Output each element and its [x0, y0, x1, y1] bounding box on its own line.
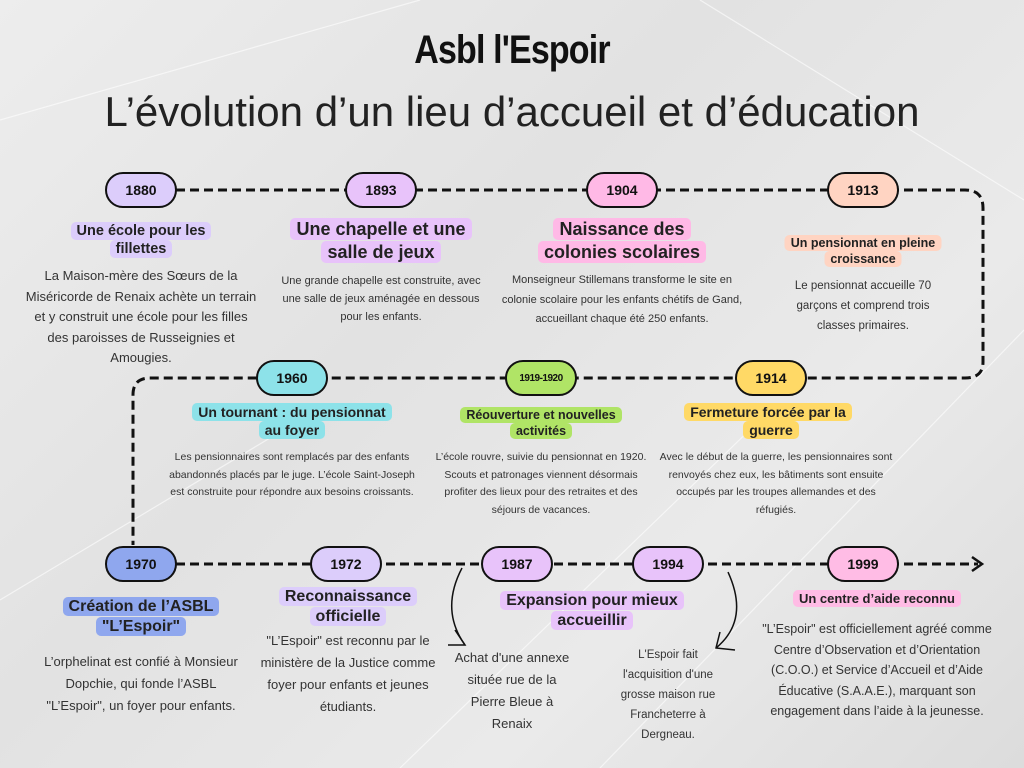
event-1914-body: Avec le début de la guerre, les pensionn…	[659, 451, 893, 516]
year-pill-1919-1920: 1919-1920	[505, 360, 577, 396]
event-1987-body: Achat d'une annexe située rue de la Pier…	[454, 650, 570, 731]
event-title: Fermeture forcée par la guerre	[684, 403, 852, 439]
event-1972-body: "L’Espoir" est reconnu par le ministère …	[260, 633, 436, 714]
event-1972: Reconnaissance officielle	[268, 587, 428, 627]
curved-arrow-icon	[451, 567, 466, 646]
event-1914: Fermeture forcée par la guerre	[666, 403, 876, 439]
event-1960: Un tournant : du pensionnat au foyer	[192, 403, 392, 439]
event-1999-body: "L’Espoir" est officiellement agréé comm…	[762, 622, 992, 718]
event-1994-body: L'Espoir fait l'acquisition d'une grosse…	[620, 649, 716, 741]
event-1893-body: Une grande chapelle est construite, avec…	[281, 275, 481, 323]
event-title: Création de l’ASBL "L’Espoir"	[62, 597, 220, 636]
event-title: Une chapelle et une salle de jeux	[290, 218, 472, 263]
event-title: Un pensionnat en pleine croissance	[784, 235, 942, 267]
event-title: Naissance des colonies scolaires	[537, 218, 707, 263]
year-pill-1914: 1914	[735, 360, 807, 396]
event-1913: Un pensionnat en pleine croissance	[766, 235, 961, 267]
year-pill-1972: 1972	[310, 546, 382, 582]
event-1913-body: Le pensionnat accueille 70 garçons et co…	[794, 280, 932, 332]
event-title: Expansion pour mieux accueillir	[500, 591, 684, 630]
year-pill-1987: 1987	[481, 546, 553, 582]
event-title: Un tournant : du pensionnat au foyer	[192, 403, 392, 439]
event-1970: Création de l’ASBL "L’Espoir"	[46, 597, 236, 637]
page-title: Asbl l'Espoir	[414, 28, 610, 72]
event-1919-body: L’école rouvre, suivie du pensionnat en …	[435, 451, 647, 516]
curved-arrow-icon	[715, 571, 738, 649]
year-pill-1960: 1960	[256, 360, 328, 396]
event-1904: Naissance des colonies scolaires	[522, 218, 722, 263]
event-1880-body: La Maison-mère des Sœurs de la Miséricor…	[25, 268, 257, 365]
event-1880: Une école pour les fillettes	[51, 222, 231, 259]
year-pill-1880: 1880	[105, 172, 177, 208]
event-title: Une école pour les fillettes	[70, 222, 212, 259]
year-pill-1913: 1913	[827, 172, 899, 208]
year-pill-1970: 1970	[105, 546, 177, 582]
event-title: Réouverture et nouvelles activités	[460, 407, 622, 439]
year-pill-1994: 1994	[632, 546, 704, 582]
year-pill-1904: 1904	[586, 172, 658, 208]
event-title: Reconnaissance officielle	[278, 587, 418, 626]
event-1919-1920: Réouverture et nouvelles activités	[441, 407, 641, 439]
year-pill-1893: 1893	[345, 172, 417, 208]
arrow-head-icon	[971, 555, 985, 573]
event-1960-body: Les pensionnaires sont remplacés par des…	[169, 451, 415, 498]
event-1904-body: Monseigneur Stillemans transforme le sit…	[501, 274, 743, 325]
page-subtitle: L’évolution d’un lieu d’accueil et d’édu…	[104, 88, 920, 135]
year-pill-1999: 1999	[827, 546, 899, 582]
event-1999: Un centre d’aide reconnu	[777, 590, 977, 607]
event-title: Un centre d’aide reconnu	[792, 590, 962, 607]
event-1893: Une chapelle et une salle de jeux	[271, 218, 491, 263]
event-expansion: Expansion pour mieux accueillir	[482, 591, 702, 631]
event-1970-body: L’orphelinat est confié à Monsieur Dopch…	[44, 654, 238, 713]
